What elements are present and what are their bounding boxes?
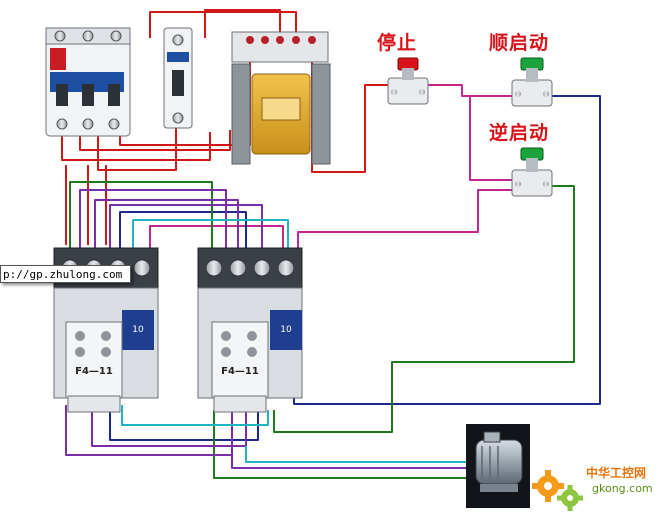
wire-purple-motor-2 (231, 455, 468, 469)
wire-cyan-1 (132, 219, 289, 250)
wire-magenta-rev-coil (297, 189, 512, 248)
wire-red-supply-2 (204, 9, 281, 38)
forward-start-push-button[interactable] (511, 57, 553, 107)
watermark-text-cn: 中华工控网 (586, 466, 647, 480)
wire-purple-motor (65, 405, 233, 456)
wire-magenta-c1 (149, 225, 284, 250)
url-tooltip: p://gp.zhulong.com (0, 265, 131, 283)
reverse-start-label: 逆启动 (489, 122, 550, 144)
motor-icon (466, 424, 530, 508)
wire-red-breaker-3 (97, 128, 177, 171)
reverse-start-push-button[interactable] (511, 147, 553, 197)
circuit-breaker-icon (45, 27, 131, 137)
watermark-text-en: gkong.com (592, 482, 653, 495)
wire-green-rev-right (273, 185, 575, 433)
wire-purple-3 (109, 204, 263, 250)
contactor-1-rating: 10 (132, 325, 144, 335)
wire-navy-c1-c2 (119, 211, 247, 250)
wire-purple-2 (94, 199, 239, 250)
forward-start-label: 顺启动 (489, 32, 550, 54)
single-pole-breaker-icon (163, 27, 193, 129)
stop-push-button[interactable] (387, 57, 429, 105)
contactor-2-rating: 10 (280, 325, 292, 335)
stop-label: 停止 (377, 32, 418, 54)
wire-magenta-stop-fwd (428, 84, 512, 97)
transformer-icon (231, 31, 331, 165)
contactor-2-icon (197, 247, 303, 413)
watermark: 中华工控网 gkong.com (530, 462, 662, 520)
wire-magenta-fwd-rev (469, 95, 512, 181)
contactor-1-icon (53, 247, 159, 413)
contactor-2-aux-label: F4—11 (221, 366, 259, 377)
wire-cyan-motor (245, 446, 468, 463)
wire-green-c1-top (69, 181, 213, 250)
wire-cyan-2 (121, 405, 269, 426)
wire-purple-low (91, 405, 247, 447)
wire-red-supply-top (149, 11, 297, 38)
wire-green-motor (213, 410, 468, 479)
gear-icon (532, 470, 583, 511)
wire-navy-fwd-right (293, 95, 601, 405)
wire-red-breaker-2 (79, 130, 231, 151)
wires (61, 9, 601, 479)
contactor-1-aux-label: F4—11 (75, 366, 113, 377)
